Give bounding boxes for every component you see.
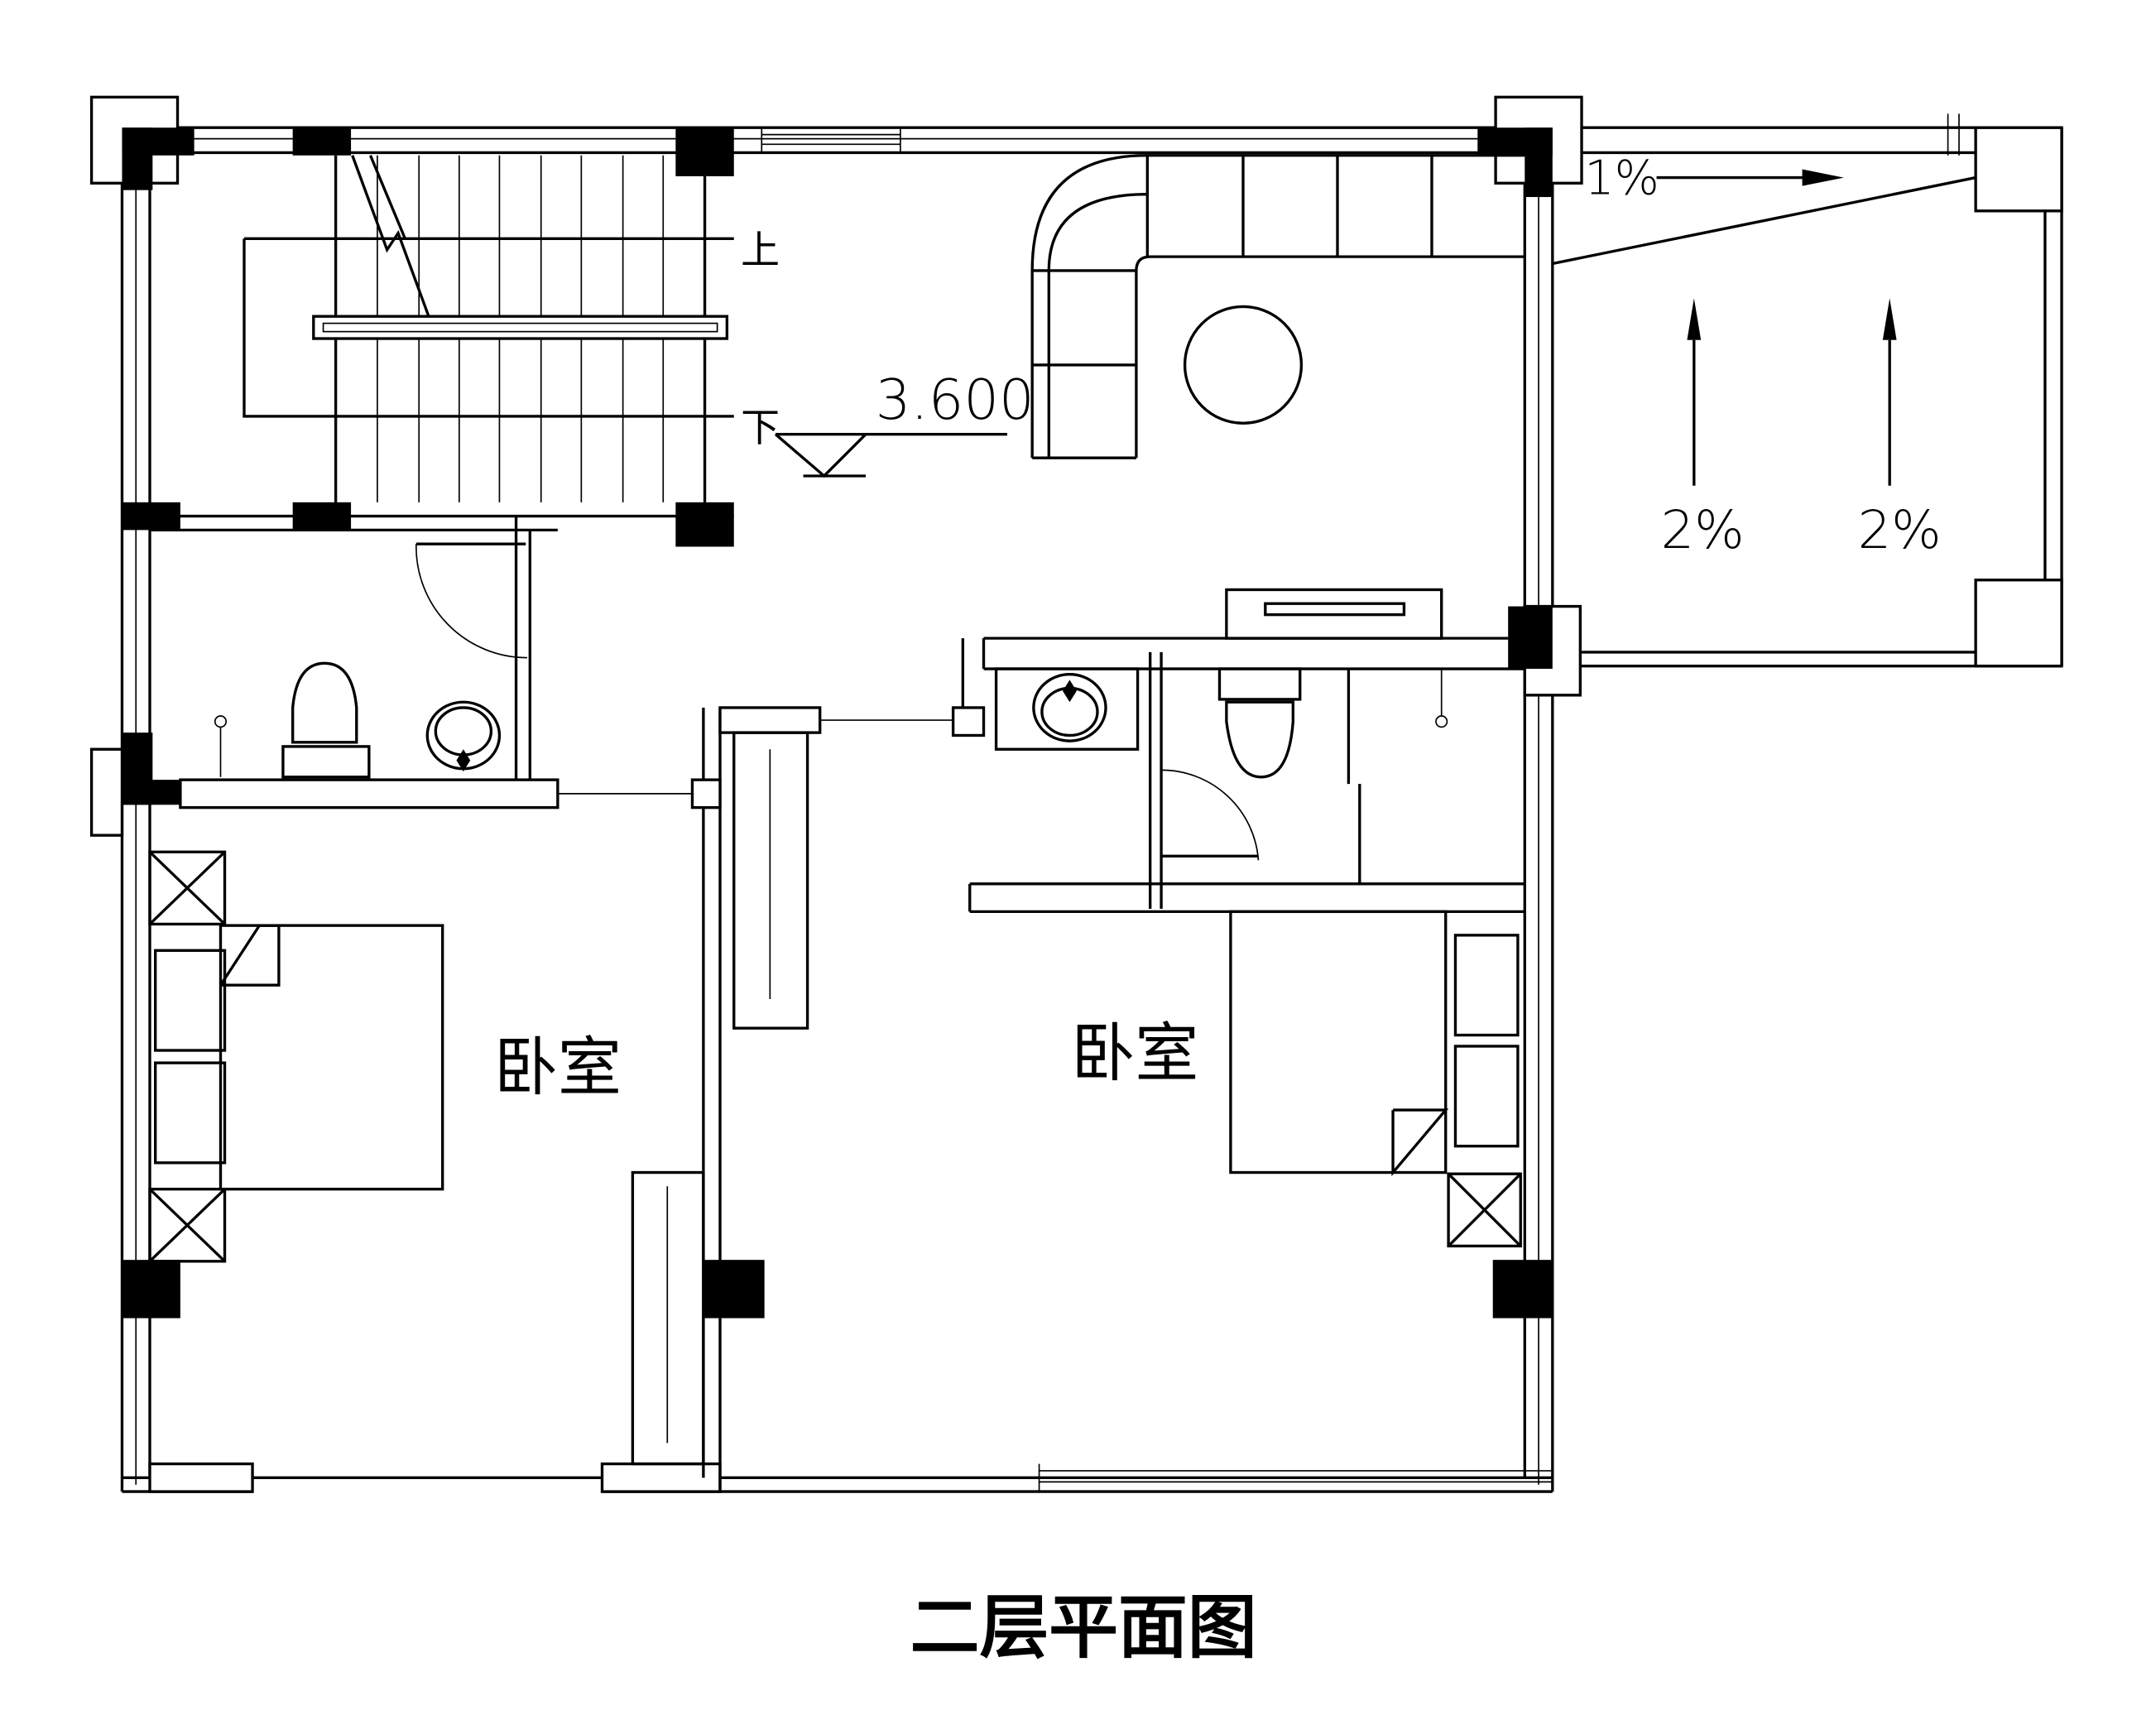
nightstand-icon	[148, 850, 227, 926]
wardrobe-right	[732, 731, 809, 1030]
sink-icon	[425, 700, 502, 772]
balcony: 1% 2% 2%	[1552, 113, 2063, 668]
center-partition	[690, 706, 953, 1492]
toilet-icon	[281, 661, 371, 779]
round-table	[1183, 305, 1304, 425]
slope-label-left: 2%	[1661, 500, 1745, 561]
toilet-icon	[1217, 667, 1302, 779]
bathroom-left	[179, 516, 699, 809]
elevation-value: 3.600	[876, 368, 1035, 432]
staircase: 上 下	[150, 155, 780, 532]
slope-label-right: 2%	[1858, 500, 1942, 561]
slope-label-top: 1%	[1584, 151, 1659, 206]
room-label-bedroom-right: 卧室	[1071, 1016, 1198, 1091]
bathroom-right	[951, 588, 1525, 914]
sink-icon	[1032, 673, 1107, 742]
stair-up-label: 上	[741, 228, 780, 274]
bed-left	[148, 850, 444, 1263]
drawing-title: 二层平面图	[910, 1587, 1257, 1668]
floor-drain-icon	[214, 715, 228, 777]
elevation-marker: 3.600	[774, 368, 1035, 478]
nightstand-icon	[148, 1187, 227, 1263]
nightstand-icon	[1447, 1172, 1522, 1248]
bed-right	[1229, 910, 1522, 1248]
wardrobe-left	[631, 1170, 705, 1466]
stair-down-label: 下	[741, 406, 780, 451]
structural-columns	[122, 127, 1553, 1319]
sofa	[1030, 154, 1525, 459]
floor-drain-icon	[1435, 669, 1448, 728]
room-label-bedroom-left: 卧室	[494, 1030, 622, 1105]
